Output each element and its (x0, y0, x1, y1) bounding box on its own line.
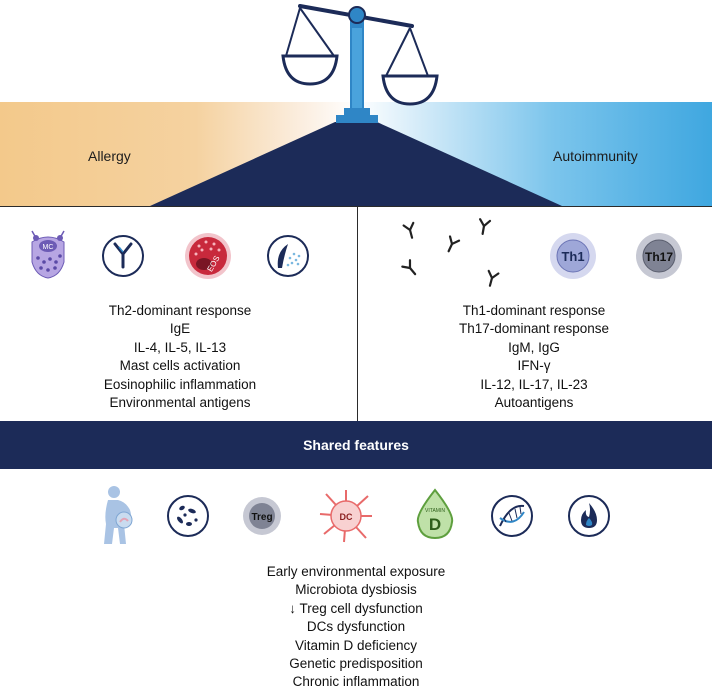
eosinophil-icon: EOS (185, 233, 231, 279)
list-item: Chronic inflammation (292, 674, 420, 690)
fulcrum-mountain (150, 122, 562, 206)
list-item: IgM, IgG (508, 339, 560, 355)
dendritic-cell-icon: DC (319, 490, 372, 543)
list-item: Eosinophilic inflammation (103, 376, 257, 392)
allergy-label: Allergy (88, 148, 131, 164)
dc-text: DC (340, 512, 353, 522)
list-item: IFN-γ (517, 358, 551, 374)
th17-text: Th17 (645, 250, 673, 264)
list-item: Early environmental exposure (266, 564, 446, 579)
top-divider (0, 206, 712, 207)
list-item: Autoantigens (494, 395, 574, 411)
center-divider (357, 206, 358, 421)
left-pan (281, 54, 339, 86)
list-item: Th2-dominant response (108, 303, 252, 318)
list-item: IL-4, IL-5, IL-13 (133, 339, 227, 355)
treg-text: Treg (251, 512, 272, 523)
shared-feature-list: Early environmental exposure Microbiota … (176, 563, 536, 692)
th1-cell-icon: Th1 (550, 233, 596, 279)
autoimmunity-label: Autoimmunity (553, 148, 638, 164)
list-item: DCs dysfunction (306, 619, 406, 635)
microbiota-icon (167, 495, 209, 537)
list-item: Microbiota dysbiosis (295, 582, 417, 598)
list-item: IgE (169, 321, 191, 337)
ige-antibody-icon (102, 235, 144, 277)
allergy-feature-list: Th2-dominant response IgE IL-4, IL-5, IL… (20, 302, 340, 412)
shared-features-title: Shared features (303, 437, 409, 453)
list-item: Genetic predisposition (289, 656, 423, 672)
shared-features-bar (0, 421, 712, 469)
antibodies-icon (401, 218, 500, 287)
mast-cell-icon: MC (31, 230, 65, 279)
th17-cell-icon: Th17 (636, 233, 682, 279)
autoimmunity-feature-list: Th1-dominant response Th17-dominant resp… (374, 302, 694, 412)
treg-cell-icon: Treg (243, 497, 281, 535)
right-pan (381, 74, 439, 106)
mast-cell-text: MC (43, 244, 54, 251)
vitamin-d-icon: VITAMIN D (416, 488, 454, 540)
dna-icon (491, 495, 533, 537)
th1-text: Th1 (561, 249, 584, 264)
environmental-antigen-icon (267, 235, 309, 277)
list-item: ↓ Treg cell dysfunction (289, 600, 423, 616)
list-item: Environmental antigens (109, 395, 251, 411)
list-item: Mast cells activation (119, 358, 241, 374)
list-item: Th1-dominant response (462, 303, 606, 318)
inflammation-icon (568, 495, 610, 537)
vitamin-letter-text: D (429, 515, 441, 534)
vitamin-label-text: VITAMIN (425, 508, 445, 514)
scale-base (336, 115, 378, 123)
list-item: Vitamin D deficiency (294, 637, 418, 653)
list-item: IL-12, IL-17, IL-23 (480, 376, 588, 392)
pregnancy-icon (104, 486, 133, 544)
balance-scale-graphic (150, 4, 562, 206)
list-item: Th17-dominant response (458, 321, 610, 337)
